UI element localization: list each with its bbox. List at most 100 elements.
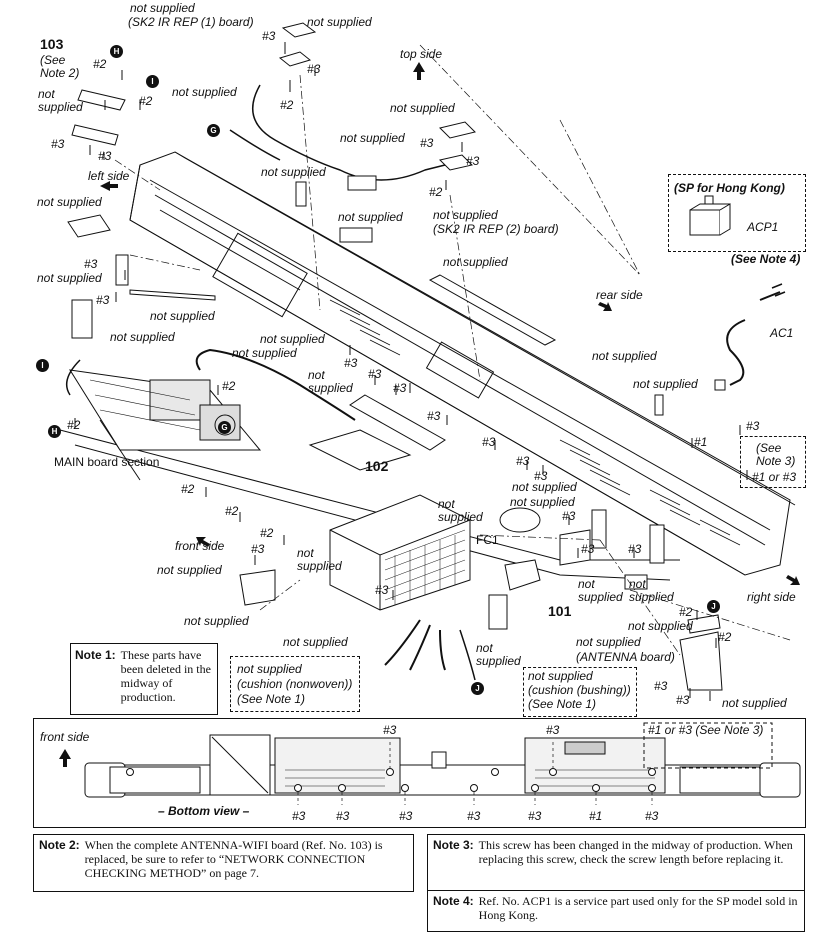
ref-circle-j: J bbox=[471, 682, 484, 695]
screw-label: #2 bbox=[260, 526, 274, 540]
ac1-label: AC1 bbox=[770, 326, 794, 340]
screw-label: #3 bbox=[98, 149, 112, 163]
screw-label: #2 bbox=[280, 98, 294, 112]
not-supplied-label: not supplied bbox=[633, 377, 698, 391]
not-supplied-label: not supplied bbox=[37, 195, 102, 209]
bottom-view-box bbox=[33, 718, 806, 828]
not-supplied-label: not supplied bbox=[150, 309, 215, 323]
front-side-label: front side bbox=[175, 539, 225, 553]
screw-label: #2 bbox=[679, 605, 693, 619]
screw-label: #2 bbox=[222, 379, 236, 393]
screw-label: #3 bbox=[336, 809, 350, 823]
sk2-ir-rep2-label: (SK2 IR REP (2) board) bbox=[433, 222, 559, 236]
sp-hong-kong-box bbox=[668, 174, 806, 252]
see-note2-label: (See Note 2) bbox=[40, 53, 80, 80]
note2-text: When the complete ANTENNA-WIFI board (Re… bbox=[84, 838, 383, 880]
ref-circle-h: H bbox=[48, 425, 61, 438]
screw-label: #3 bbox=[482, 435, 496, 449]
main-board-section-label: MAIN board section bbox=[54, 455, 160, 469]
not-supplied-label: not supplied bbox=[628, 619, 693, 633]
front-side-label: front side bbox=[40, 730, 90, 744]
screw-label: #1 bbox=[694, 435, 708, 449]
ac-cord bbox=[714, 283, 786, 391]
not-supplied-label: not supplied bbox=[261, 165, 326, 179]
see-note1-label: (See Note 1) bbox=[528, 697, 597, 711]
screw-label: #3 bbox=[262, 29, 276, 43]
screw-label: #3 bbox=[51, 137, 65, 151]
antenna-board-label: (ANTENNA board) bbox=[576, 650, 675, 664]
not-supplied-label: not supplied bbox=[157, 563, 222, 577]
not-supplied-label: not supplied bbox=[232, 346, 297, 360]
screw-label: #3 bbox=[466, 154, 480, 168]
not-supplied-label: not supplied bbox=[510, 495, 575, 509]
fc1-label: FC1 bbox=[476, 533, 499, 547]
not-supplied-label: not supplied bbox=[576, 635, 641, 649]
screw-label: #3 bbox=[427, 409, 441, 423]
screw-label: #3 bbox=[292, 809, 306, 823]
not-supplied-label: not supplied bbox=[297, 546, 342, 573]
right-side-label: right side bbox=[747, 590, 796, 604]
arrow-up-icon bbox=[59, 749, 71, 767]
screw-label: #3 bbox=[393, 381, 407, 395]
not-supplied-label: not supplied bbox=[433, 208, 498, 222]
not-supplied-label: not supplied bbox=[184, 614, 249, 628]
not-supplied-label: not supplied bbox=[512, 480, 577, 494]
note4-box: Note 4: Ref. No. ACP1 is a service part … bbox=[427, 890, 805, 932]
screw-label: #3 bbox=[383, 723, 397, 737]
screw-label: #3 bbox=[251, 542, 265, 556]
not-supplied-label: not supplied bbox=[578, 577, 623, 604]
not-supplied-label: not supplied bbox=[308, 368, 353, 395]
sk2-ir-rep1-label: (SK2 IR REP (1) board) bbox=[128, 15, 254, 29]
note4-heading: Note 4: bbox=[433, 894, 474, 908]
note4-text: Ref. No. ACP1 is a service part used onl… bbox=[478, 894, 798, 922]
not-supplied-label: not supplied bbox=[237, 662, 302, 676]
ref-circle-j: J bbox=[707, 600, 720, 613]
note1-cushion-bushing-box bbox=[523, 667, 637, 717]
not-supplied-label: not supplied bbox=[340, 131, 405, 145]
not-supplied-label: not supplied bbox=[438, 497, 483, 524]
screw-label: #3 bbox=[307, 62, 321, 76]
cushion-bushing-label: (cushion (bushing)) bbox=[528, 683, 631, 697]
ref-101-label: 101 bbox=[548, 603, 572, 619]
screw-label: #3 bbox=[654, 679, 668, 693]
ref-circle-h: H bbox=[110, 45, 123, 58]
ref-circle-g: G bbox=[218, 421, 231, 434]
screw-label: #2 bbox=[93, 57, 107, 71]
pads-sheets bbox=[67, 175, 664, 630]
screw-label: #3 bbox=[96, 293, 110, 307]
screw-label: #2 bbox=[225, 504, 239, 518]
acp1-adaptor bbox=[689, 195, 731, 236]
not-supplied-label: not supplied bbox=[476, 641, 521, 668]
note2-heading: Note 2: bbox=[39, 838, 80, 852]
bottom-view-drawing bbox=[84, 722, 801, 805]
not-supplied-label: not supplied bbox=[172, 85, 237, 99]
note1-cushion-nonwoven-box bbox=[230, 656, 360, 712]
screw-label: #3 bbox=[516, 454, 530, 468]
sp-hong-kong-label: (SP for Hong Kong) bbox=[674, 181, 785, 195]
not-supplied-label: not supplied bbox=[38, 87, 83, 114]
note1-heading: Note 1: bbox=[75, 648, 116, 662]
bottom-view-title: – Bottom view – bbox=[158, 804, 250, 818]
not-supplied-label: not supplied bbox=[307, 15, 372, 29]
left-side-label: left side bbox=[88, 169, 130, 183]
note1-box: Note 1: These parts have been deleted in… bbox=[70, 643, 218, 715]
screw-label: #3 bbox=[467, 809, 481, 823]
see-note4-label: (See Note 4) bbox=[731, 252, 801, 266]
screw-label: #3 bbox=[546, 723, 560, 737]
ref-circle-i: I bbox=[36, 359, 49, 372]
main-board-section bbox=[69, 369, 262, 451]
not-supplied-label: not supplied bbox=[283, 635, 348, 649]
note3-screw-box bbox=[740, 436, 806, 488]
screw-label: #3 bbox=[399, 809, 413, 823]
cushion-nonwoven-label: (cushion (nonwoven)) bbox=[237, 677, 353, 691]
screw-label: #3 bbox=[368, 367, 382, 381]
bottom-note3-label: #1 or #3 (See Note 3) bbox=[648, 723, 764, 737]
ref-circle-i: I bbox=[146, 75, 159, 88]
direction-arrows bbox=[100, 62, 800, 585]
not-supplied-label: not supplied bbox=[260, 332, 325, 346]
ref-103-label: 103 bbox=[40, 36, 64, 52]
screw-label: #2 bbox=[718, 630, 732, 644]
screw-label: #3 bbox=[375, 583, 389, 597]
note2-box: Note 2: When the complete ANTENNA-WIFI b… bbox=[33, 834, 414, 892]
screw-label: #3 bbox=[746, 419, 760, 433]
